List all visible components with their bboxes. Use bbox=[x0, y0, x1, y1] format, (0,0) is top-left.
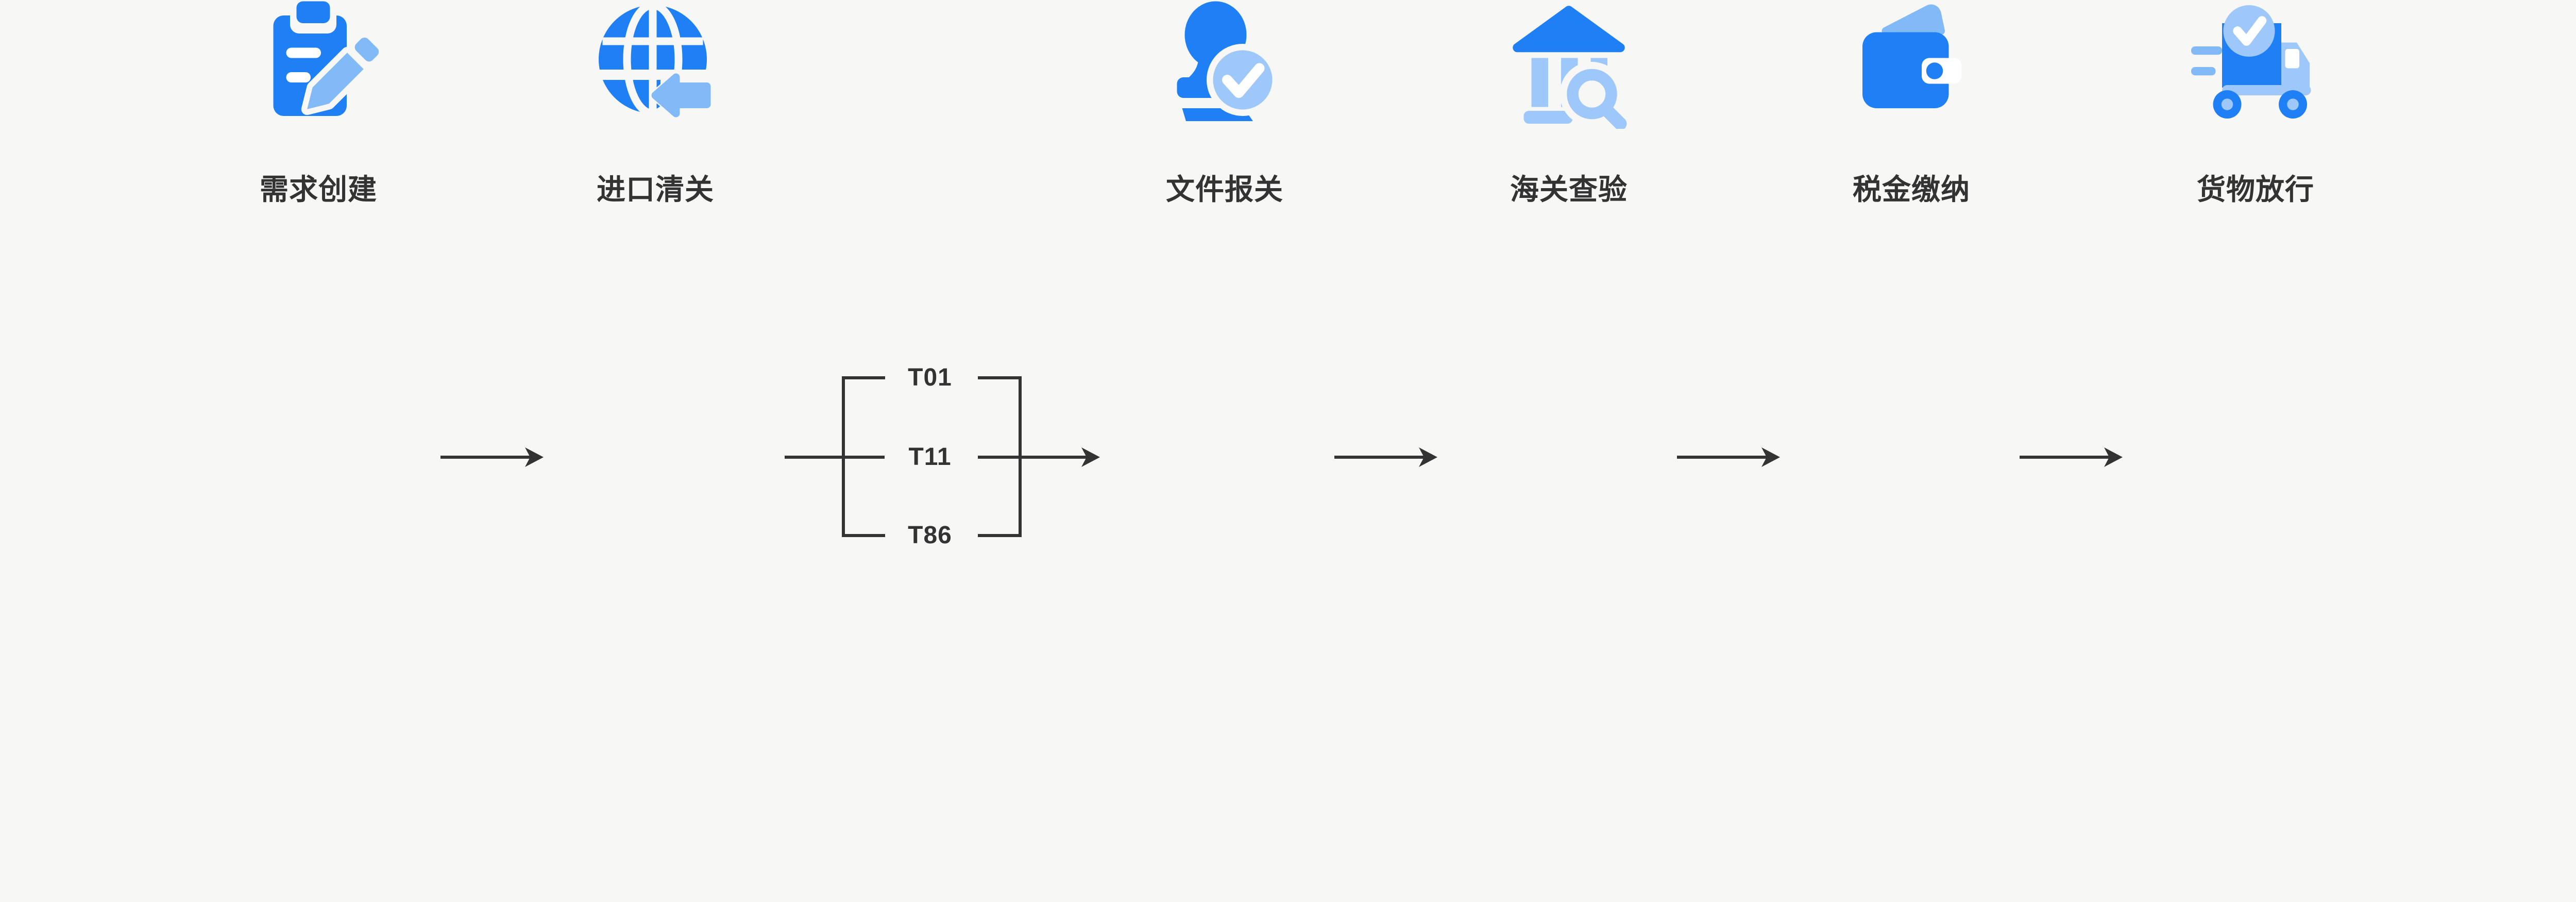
arrow-3 bbox=[1334, 447, 1437, 467]
node-label: 海关查验 bbox=[1510, 173, 1628, 206]
branch-label-t86: T86 bbox=[908, 522, 952, 549]
branch-label-t01: T01 bbox=[908, 364, 952, 391]
flow-node-demand-creation: 需求创建 bbox=[251, 0, 385, 206]
node-label: 进口清关 bbox=[597, 173, 714, 206]
globe-import-icon bbox=[597, 1, 720, 129]
truck-check-icon bbox=[2191, 5, 2311, 119]
node-label: 需求创建 bbox=[260, 173, 377, 206]
node-label: 税金缴纳 bbox=[1853, 173, 1970, 206]
branch-label-t11: T11 bbox=[908, 443, 952, 471]
node-label: 货物放行 bbox=[2197, 173, 2314, 206]
flow-node-document-declaration: 文件报关 bbox=[1158, 0, 1292, 206]
flow-node-customs-inspection: 海关查验 bbox=[1502, 0, 1636, 206]
flow-node-tax-payment: 税金缴纳 bbox=[1844, 0, 1978, 206]
stamp-check-icon bbox=[1177, 1, 1279, 121]
bank-search-icon bbox=[1513, 6, 1627, 129]
arrow-1 bbox=[440, 447, 544, 467]
clipboard-edit-icon bbox=[273, 1, 383, 116]
arrow-4 bbox=[1677, 447, 1780, 467]
flow-node-import-clearance: 进口清关 bbox=[588, 0, 722, 206]
branch-split bbox=[785, 376, 1100, 537]
arrow-5 bbox=[2020, 447, 2123, 467]
node-label: 文件报关 bbox=[1166, 173, 1283, 206]
flow-node-cargo-release: 货物放行 bbox=[2189, 0, 2323, 206]
wallet-icon bbox=[1862, 4, 1962, 108]
